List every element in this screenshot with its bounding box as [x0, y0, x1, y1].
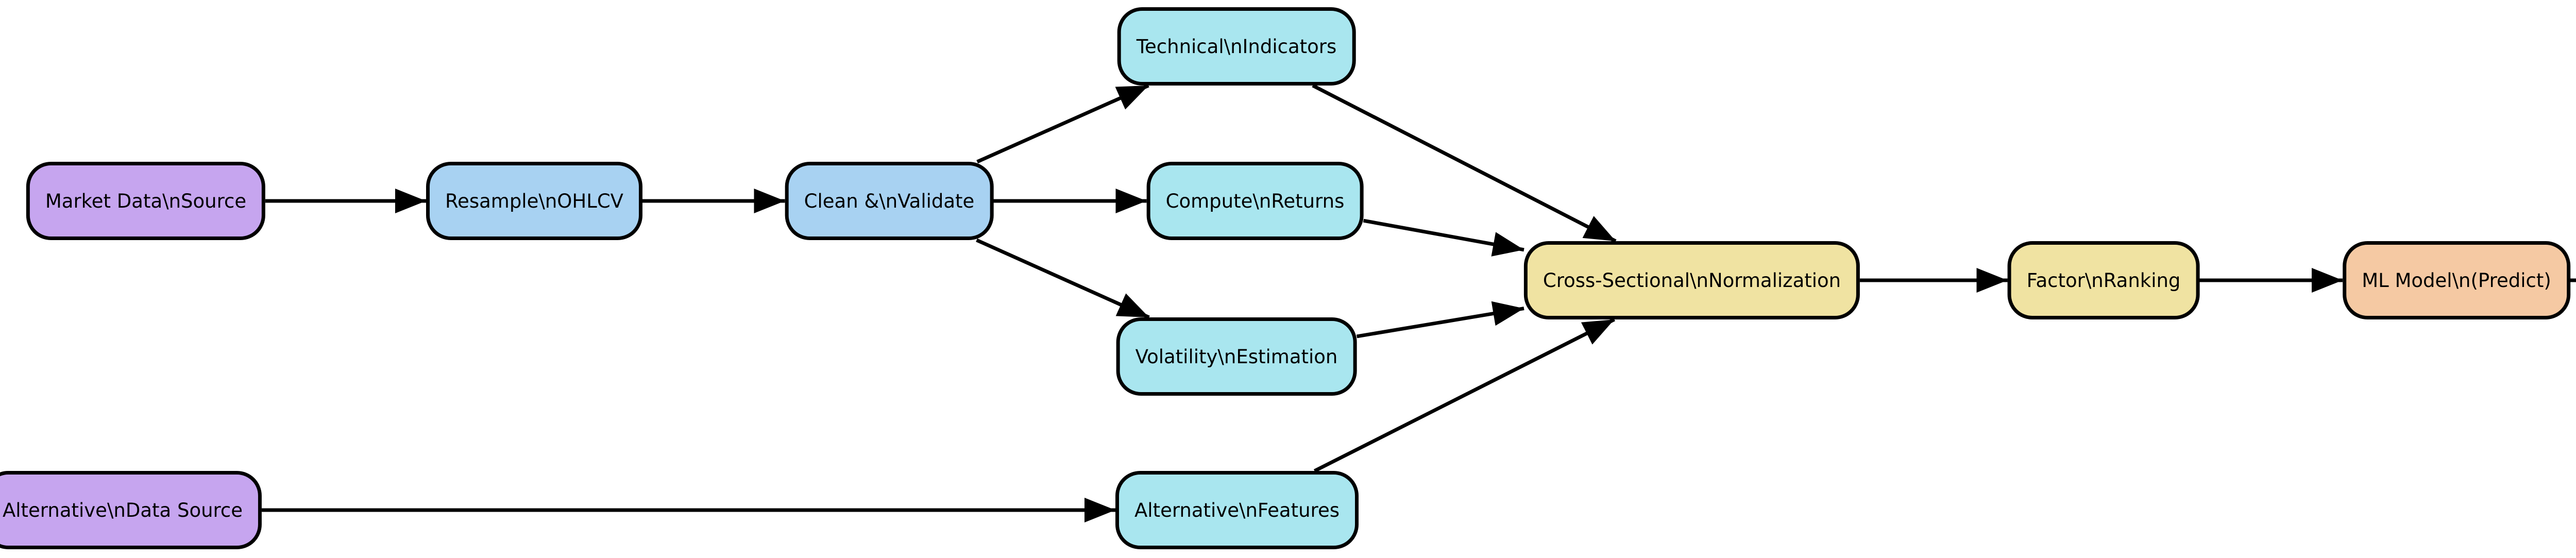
node-alternative-features: Alternative\nFeatures	[1115, 471, 1359, 549]
node-volatility-estimation: Volatility\nEstimation	[1116, 317, 1357, 396]
node-compute-returns: Compute\nReturns	[1146, 162, 1364, 240]
edge-technical-indicators-to-cross-sectional-normalization	[1312, 83, 1617, 243]
node-clean-validate: Clean &\nValidate	[785, 162, 994, 240]
node-resample-ohlcv: Resample\nOHLCV	[426, 162, 642, 240]
node-factor-ranking: Factor\nRanking	[2007, 241, 2200, 319]
node-alternative-data-source: Alternative\nData Source	[0, 471, 262, 549]
node-technical-indicators: Technical\nIndicators	[1117, 7, 1356, 86]
node-cross-sectional-normalization: Cross-Sectional\nNormalization	[1523, 241, 1860, 319]
edge-clean-validate-to-volatility-estimation	[976, 238, 1150, 319]
edge-volatility-estimation-to-cross-sectional-normalization	[1356, 301, 1524, 339]
edge-clean-validate-to-technical-indicators	[976, 83, 1149, 164]
node-market-data-source: Market Data\nSource	[26, 162, 266, 240]
edge-alternative-features-to-cross-sectional-normalization	[1313, 317, 1616, 473]
edge-compute-returns-to-cross-sectional-normalization	[1363, 218, 1524, 257]
node-ml-model-predict: ML Model\n(Predict)	[2343, 241, 2570, 319]
